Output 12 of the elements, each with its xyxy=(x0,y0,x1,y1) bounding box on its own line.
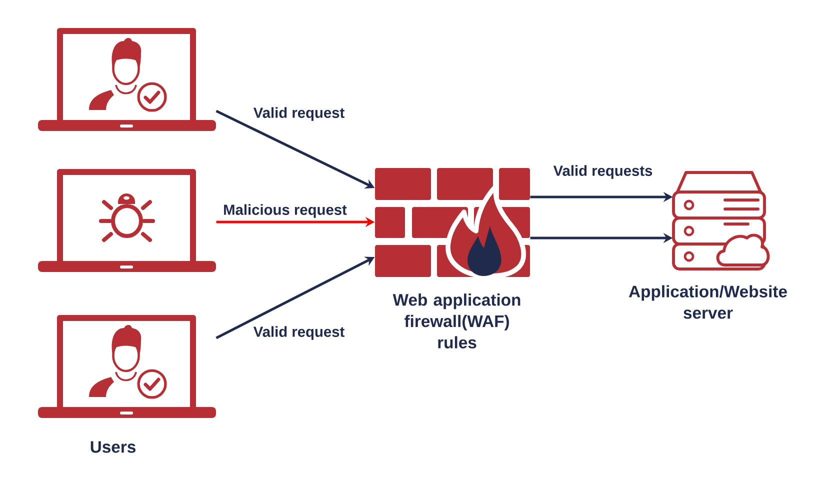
laptop-icon xyxy=(38,315,216,418)
laptop-icon xyxy=(38,28,216,131)
group-label: Users xyxy=(90,441,136,453)
edge-label: Valid requests xyxy=(551,163,655,181)
server-icon xyxy=(672,171,770,270)
edge-label: Valid request xyxy=(251,324,347,342)
laptop-icon xyxy=(38,169,216,272)
node-caption: Application/Website server xyxy=(628,285,787,319)
brick-wall-icon xyxy=(375,168,530,278)
node-caption: Web application firewall(WAF) rules xyxy=(392,294,520,348)
edge-label: Valid request xyxy=(251,105,347,123)
edge-label: Malicious request xyxy=(221,202,349,220)
